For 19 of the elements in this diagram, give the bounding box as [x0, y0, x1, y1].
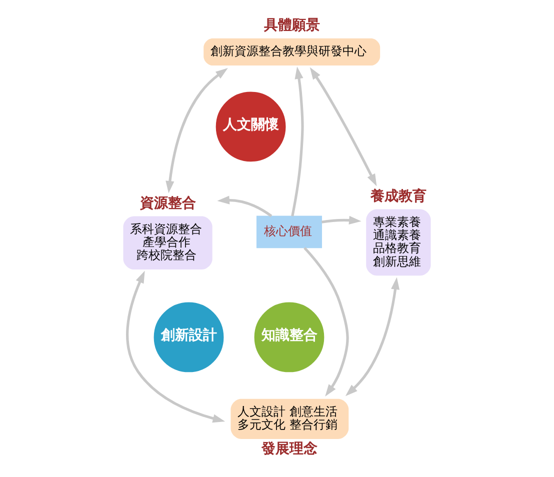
- arrow: [291, 66, 304, 216]
- node-circle: 知識整合: [254, 302, 324, 372]
- node-label: 資源整合: [140, 195, 196, 212]
- node-box: 系科資源整合 產學合作 跨校院整合: [123, 216, 212, 270]
- arrow: [304, 246, 349, 397]
- node-circle: 人文關懷: [216, 92, 286, 162]
- arrow: [166, 68, 228, 194]
- node-box: 核心價值: [256, 216, 322, 248]
- arrow: [217, 196, 272, 218]
- node-box: 創新資源整合教學與研發中心: [204, 38, 380, 66]
- node-label: 具體願景: [264, 18, 320, 34]
- node-label: 發展理念: [262, 440, 318, 457]
- arrow: [321, 216, 362, 224]
- arrow: [310, 67, 377, 186]
- node-box: 人文設計 創意生活 多元文化 整合行銷: [230, 398, 349, 439]
- node-label: 養成教育: [370, 188, 426, 204]
- arrow: [345, 277, 400, 396]
- node-box: 專業素養 通識素養 品格教育 創新思維: [366, 209, 431, 276]
- node-circle: 創新設計: [154, 302, 224, 372]
